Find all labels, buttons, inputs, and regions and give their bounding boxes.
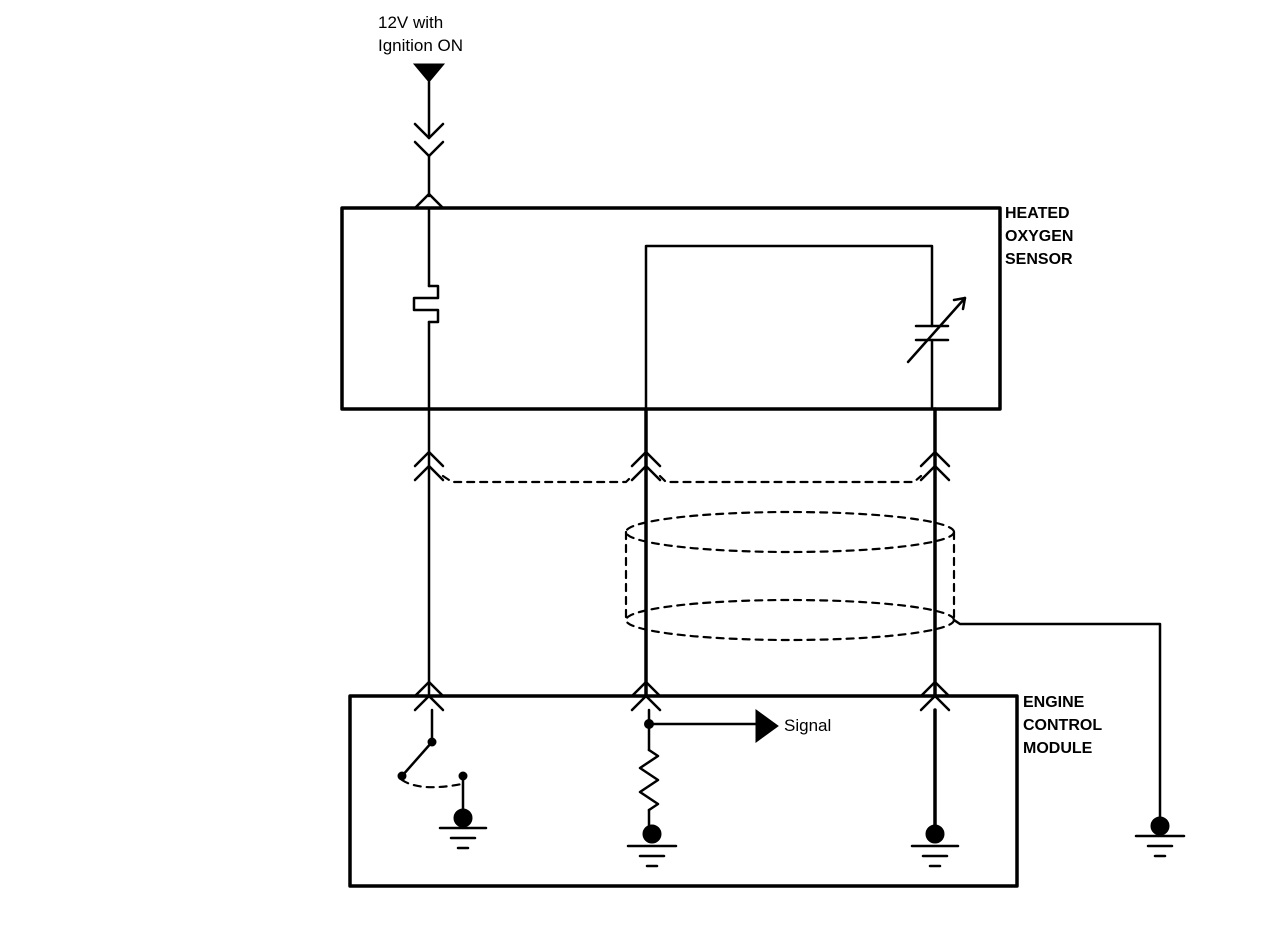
variable-sensing-cell-icon xyxy=(906,296,967,411)
upper-connector-icon xyxy=(413,450,951,482)
sensor-inner-loop xyxy=(644,244,934,411)
sensor-label-line3: SENSOR xyxy=(1005,251,1073,268)
heated-oxygen-sensor-box xyxy=(340,206,1002,411)
heater-element-icon xyxy=(412,206,440,411)
connector-housing-dashed xyxy=(441,474,634,484)
switch-ground-icon xyxy=(438,808,488,850)
supply-arrow-icon xyxy=(412,63,446,83)
signal-input-node xyxy=(644,708,759,729)
supply-connector-icon xyxy=(413,122,445,210)
cable-shield xyxy=(624,510,956,642)
shield-drain-wire xyxy=(952,618,1162,822)
ecm-label-line3: MODULE xyxy=(1023,740,1093,757)
resistor-ground-icon xyxy=(626,824,678,868)
engine-control-module-box xyxy=(348,694,1019,888)
signal-arrow-icon xyxy=(755,709,779,743)
sensor-label-line1: HEATED xyxy=(1005,205,1070,222)
ecm-label-line1: ENGINE xyxy=(1023,694,1085,711)
supply-label-line2: Ignition ON xyxy=(378,36,464,55)
pull-down-resistor-icon xyxy=(638,722,660,830)
supply-label: 12V with Ignition ON xyxy=(378,11,463,57)
supply-label-line1: 12V with xyxy=(378,13,444,32)
shield-ground-icon xyxy=(1134,816,1186,858)
ecm-label: ENGINE CONTROL MODULE xyxy=(1023,691,1102,760)
ecm-label-line2: CONTROL xyxy=(1023,717,1103,734)
heater-driver-switch-icon xyxy=(397,708,468,814)
sensor-label-line2: OXYGEN xyxy=(1005,228,1074,245)
signal-label: Signal xyxy=(784,716,832,735)
ecm-ground-icon xyxy=(910,824,960,868)
sensor-label: HEATED OXYGEN SENSOR xyxy=(1005,202,1073,271)
connector-housing-dashed-right xyxy=(658,474,923,484)
